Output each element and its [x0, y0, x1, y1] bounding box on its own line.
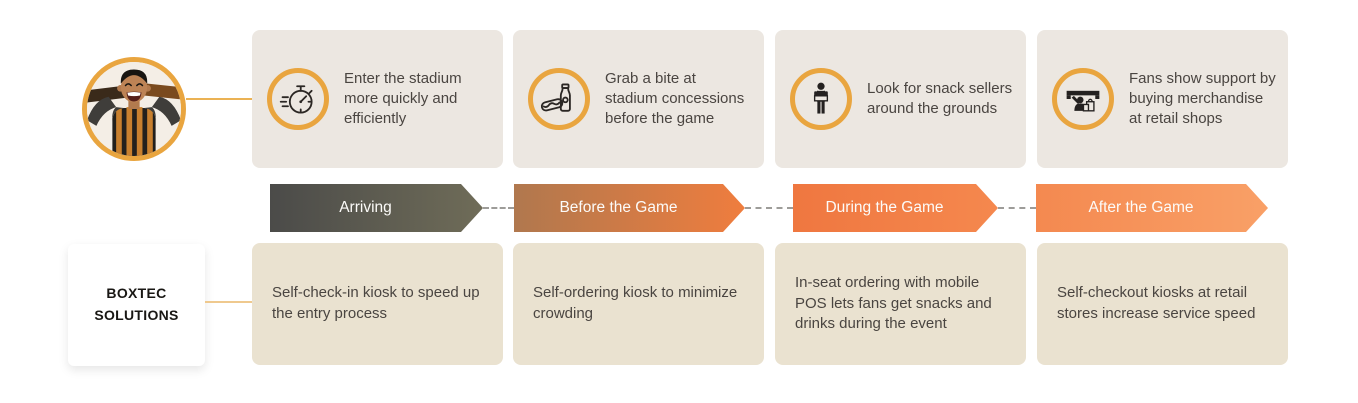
solution-text: Self-ordering kiosk to minimize crowding	[533, 284, 738, 322]
stage-arrow-after-the-game: After the Game	[1036, 184, 1268, 232]
stage-label: During the Game	[825, 199, 944, 216]
brand-connector-line	[205, 301, 252, 303]
avatar-connector-line	[186, 98, 252, 100]
stage-arrow-before-the-game: Before the Game	[514, 184, 745, 232]
solution-card-during-the-game: In-seat ordering with mobile POS lets fa…	[775, 243, 1026, 365]
solution-text: Self-checkout kiosks at retail stores in…	[1057, 284, 1256, 322]
solution-text: Self-check-in kiosk to speed up the entr…	[272, 284, 480, 322]
brand-name-line1: BOXTEC	[106, 285, 167, 302]
stage-dash-connector	[998, 207, 1036, 209]
stopwatch-icon	[267, 68, 329, 130]
experience-text: Grab a bite at stadium concessions befor…	[605, 70, 745, 127]
merch-checkout-icon	[1052, 68, 1114, 130]
snack-seller-icon	[790, 68, 852, 130]
experience-card-arriving: Enter the stadium more quickly and effic…	[252, 30, 503, 168]
stage-label: Before the Game	[559, 199, 678, 216]
experience-text: Enter the stadium more quickly and effic…	[344, 70, 462, 127]
cheering-fan-illustration	[87, 62, 181, 156]
boxtec-solutions-card: BOXTEC SOLUTIONS	[68, 244, 205, 366]
concessions-food-icon	[528, 68, 590, 130]
stage-label: After the Game	[1088, 199, 1194, 216]
stage-dash-connector	[483, 207, 514, 209]
cheering-fan-avatar	[82, 57, 186, 161]
solution-card-before-the-game: Self-ordering kiosk to minimize crowding	[513, 243, 764, 365]
experience-text: Fans show support by buying merchandise …	[1129, 70, 1276, 127]
solution-card-arriving: Self-check-in kiosk to speed up the entr…	[252, 243, 503, 365]
solution-card-after-the-game: Self-checkout kiosks at retail stores in…	[1037, 243, 1288, 365]
brand-name-line2: SOLUTIONS	[94, 307, 179, 323]
experience-card-after-the-game: Fans show support by buying merchandise …	[1037, 30, 1288, 168]
stage-arrow-during-the-game: During the Game	[793, 184, 998, 232]
stage-arrow-arriving: Arriving	[270, 184, 483, 232]
stage-dash-connector	[745, 207, 793, 209]
solution-text: In-seat ordering with mobile POS lets fa…	[795, 273, 992, 333]
stage-label: Arriving	[339, 199, 392, 216]
experience-card-before-the-game: Grab a bite at stadium concessions befor…	[513, 30, 764, 168]
experience-card-during-the-game: Look for snack sellers around the ground…	[775, 30, 1026, 168]
experience-text: Look for snack sellers around the ground…	[867, 80, 1013, 117]
